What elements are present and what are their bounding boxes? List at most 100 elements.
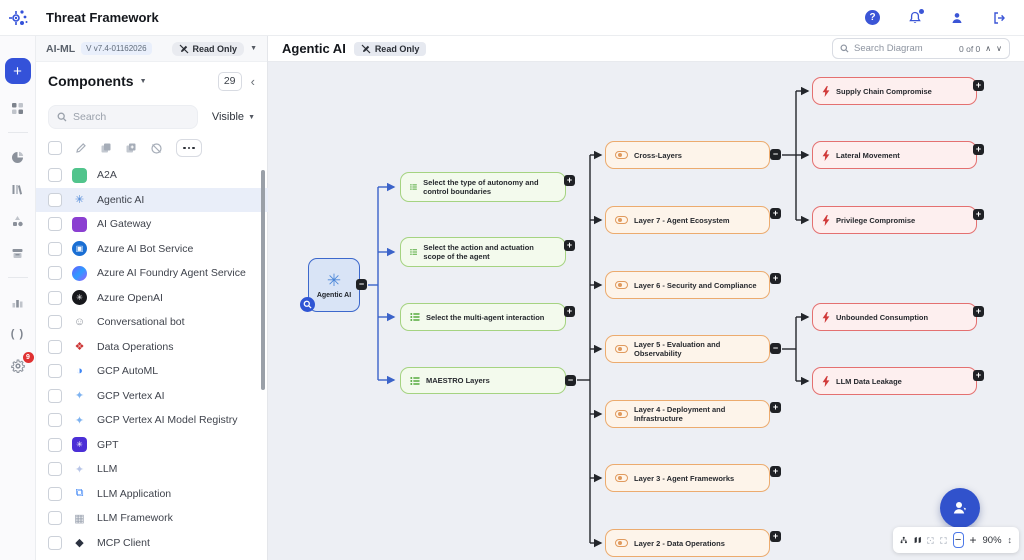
collapse-button[interactable]: − (770, 343, 781, 354)
fullscreen-icon[interactable] (940, 535, 947, 546)
expand-button[interactable]: + (770, 273, 781, 284)
expand-button[interactable]: + (973, 306, 984, 317)
expand-button[interactable]: + (770, 208, 781, 219)
collapse-button[interactable]: − (565, 375, 576, 386)
zoom-out-button[interactable]: − (953, 532, 964, 548)
expand-button[interactable]: + (770, 531, 781, 542)
expand-button[interactable]: + (973, 209, 984, 220)
node-threat[interactable]: Supply Chain Compromise (812, 77, 977, 105)
row-checkbox[interactable] (48, 340, 62, 354)
version-badge[interactable]: V v7.4-01162026 (81, 42, 151, 55)
expand-button[interactable]: + (770, 402, 781, 413)
expand-button[interactable]: + (973, 370, 984, 381)
notifications-bell-icon[interactable] (908, 11, 922, 25)
collapse-button[interactable]: − (356, 279, 367, 290)
list-item[interactable]: ⧉ LLM Application (36, 482, 268, 507)
list-item[interactable]: ✦ GCP Vertex AI Model Registry (36, 408, 268, 433)
sign-out-icon[interactable] (992, 11, 1006, 25)
row-checkbox[interactable] (48, 291, 62, 305)
node-intent[interactable]: Select the action and actuation scope of… (400, 237, 566, 267)
row-checkbox[interactable] (48, 511, 62, 525)
row-checkbox[interactable] (48, 413, 62, 427)
library-icon[interactable] (8, 181, 28, 197)
expand-button[interactable]: + (564, 240, 575, 251)
collaborators-button[interactable] (940, 488, 980, 528)
node-layer[interactable]: Layer 7 - Agent Ecosystem (605, 206, 770, 234)
zoom-in-button[interactable]: + (970, 533, 977, 547)
fit-view-icon[interactable] (927, 535, 934, 546)
dashboard-grid-icon[interactable] (8, 100, 28, 116)
pie-chart-icon[interactable] (8, 149, 28, 165)
node-intent[interactable]: Select the multi-agent interaction (400, 303, 566, 331)
list-item[interactable]: ❖ Data Operations (36, 335, 268, 360)
node-threat[interactable]: Lateral Movement (812, 141, 977, 169)
list-item[interactable]: ✳ GPT (36, 433, 268, 458)
expand-button[interactable]: + (770, 466, 781, 477)
archive-box-icon[interactable] (8, 245, 28, 261)
node-threat[interactable]: Privilege Compromise (812, 206, 977, 234)
diagram-marker-icon[interactable] (8, 213, 28, 229)
list-item[interactable]: AI Gateway (36, 212, 268, 237)
list-item[interactable]: ▣ Azure AI Bot Service (36, 237, 268, 262)
components-title[interactable]: Components (48, 73, 134, 89)
code-icon[interactable]: ( ) (8, 326, 28, 342)
list-item[interactable]: ✦ GCP Vertex AI (36, 384, 268, 409)
edit-pencil-icon[interactable] (75, 142, 87, 154)
diagram-search-box[interactable]: 0 of 0 ∧ ∨ (832, 38, 1010, 59)
collapse-button[interactable]: − (770, 149, 781, 160)
row-checkbox[interactable] (48, 487, 62, 501)
row-checkbox[interactable] (48, 242, 62, 256)
list-item[interactable]: A2A (36, 163, 268, 188)
user-profile-icon[interactable] (950, 11, 964, 25)
node-layer[interactable]: Layer 5 - Evaluation and Observability (605, 335, 770, 363)
copy-add-icon[interactable] (125, 142, 137, 154)
node-intent[interactable]: MAESTRO Layers (400, 367, 566, 394)
node-layer[interactable]: Layer 6 - Security and Compliance (605, 271, 770, 299)
app-logo[interactable] (0, 0, 36, 36)
duplicate-icon[interactable] (100, 142, 112, 154)
row-checkbox[interactable] (48, 266, 62, 280)
visibility-filter-dropdown[interactable]: Visible ▼ (212, 111, 255, 123)
node-layer[interactable]: Layer 2 - Data Operations (605, 529, 770, 557)
layout-flow-icon[interactable] (900, 534, 908, 546)
panel-scrollbar[interactable] (261, 170, 265, 390)
component-search-box[interactable] (48, 105, 198, 129)
list-item[interactable]: ◑ GCP AutoML (36, 359, 268, 384)
row-checkbox[interactable] (48, 364, 62, 378)
expand-button[interactable]: + (564, 175, 575, 186)
component-search-input[interactable] (73, 111, 183, 123)
row-checkbox[interactable] (48, 217, 62, 231)
list-item[interactable]: ◆ MCP Client (36, 531, 268, 556)
list-item[interactable]: ✳ Azure OpenAI (36, 286, 268, 311)
list-item[interactable]: ☺ Conversational bot (36, 310, 268, 335)
node-threat[interactable]: LLM Data Leakage (812, 367, 977, 395)
search-next-icon[interactable]: ∨ (996, 44, 1002, 53)
row-checkbox[interactable] (48, 168, 62, 182)
select-all-checkbox[interactable] (48, 141, 62, 155)
list-item[interactable]: ✦ LLM (36, 457, 268, 482)
zoom-stepper-icon[interactable]: ↕ (1008, 535, 1013, 545)
add-button[interactable]: + (5, 58, 31, 84)
row-checkbox[interactable] (48, 462, 62, 476)
node-intent[interactable]: Select the type of autonomy and control … (400, 172, 566, 202)
expand-button[interactable]: + (564, 306, 575, 317)
bar-chart-icon[interactable] (8, 294, 28, 310)
row-checkbox[interactable] (48, 389, 62, 403)
read-only-toggle[interactable]: Read Only (172, 42, 245, 56)
node-agentic-ai-root[interactable]: ✳ Agentic AI (308, 258, 360, 312)
chevron-down-icon[interactable]: ▼ (250, 45, 257, 52)
expand-button[interactable]: + (973, 144, 984, 155)
node-layer[interactable]: Cross-Layers (605, 141, 770, 169)
list-item-selected[interactable]: ✳ Agentic AI (36, 188, 268, 213)
diagram-search-input[interactable] (854, 43, 930, 54)
node-threat[interactable]: Unbounded Consumption (812, 303, 977, 331)
expand-button[interactable]: + (973, 80, 984, 91)
node-layer[interactable]: Layer 4 - Deployment and Infrastructure (605, 400, 770, 428)
node-layer[interactable]: Layer 3 - Agent Frameworks (605, 464, 770, 492)
minimap-icon[interactable] (914, 534, 922, 546)
list-item[interactable]: Azure AI Foundry Agent Service (36, 261, 268, 286)
collapse-panel-icon[interactable]: ‹ (251, 74, 255, 89)
chevron-down-icon[interactable]: ▼ (140, 78, 147, 85)
hide-icon[interactable] (150, 142, 163, 155)
diagram-canvas[interactable]: ✳ Agentic AI − Select the type of autono… (268, 62, 1024, 560)
